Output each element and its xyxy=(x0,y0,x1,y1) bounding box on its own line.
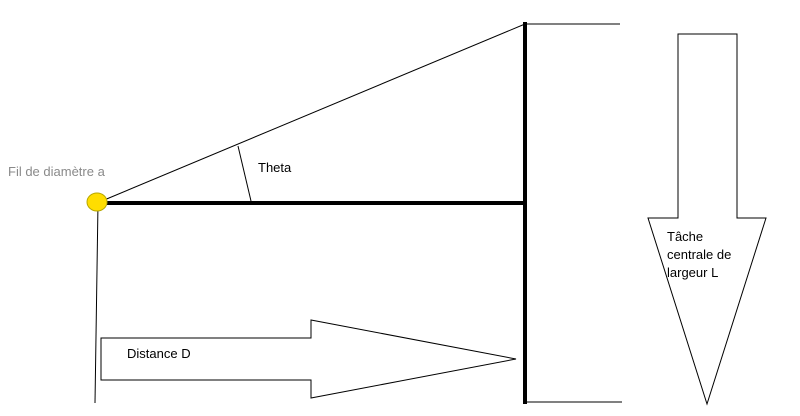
spot-width-label-line: centrale de xyxy=(667,247,732,262)
spot-width-label-line: Tâche xyxy=(667,229,704,244)
wire-support-line xyxy=(94,202,99,404)
distance-label: Distance D xyxy=(127,346,191,361)
theta-angle-mark xyxy=(237,145,252,202)
oblique-ray xyxy=(96,23,526,204)
wire-label: Fil de diamètre a xyxy=(8,164,105,179)
spot-width-arrow xyxy=(647,33,767,406)
wire-dot xyxy=(86,192,108,212)
theta-label: Theta xyxy=(258,160,292,175)
distance-arrow xyxy=(100,319,517,399)
spot-width-label: Tâche centrale de largeur L xyxy=(667,228,747,282)
spot-width-label-line: largeur L xyxy=(667,265,719,280)
